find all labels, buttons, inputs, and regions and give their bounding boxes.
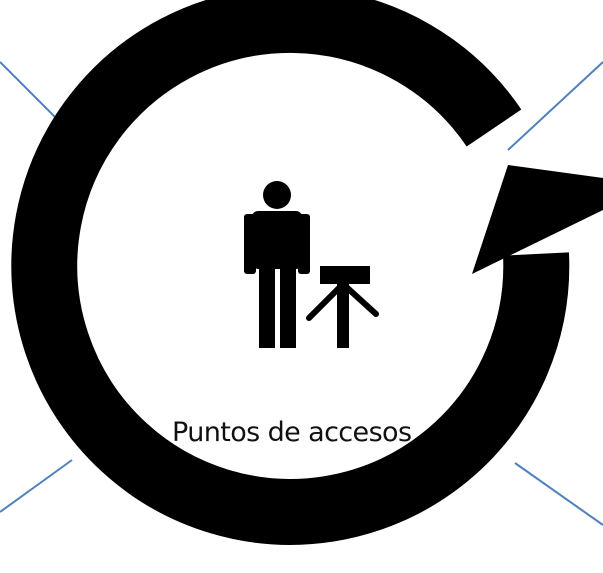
person-icon: [244, 181, 310, 348]
ring-arc: [11, 0, 570, 545]
connector-line-top-right: [507, 61, 603, 151]
connector-line-bottom-right: [514, 462, 603, 526]
cycle-arrow: [11, 0, 603, 545]
tripod-icon: [306, 266, 379, 348]
connector-line-bottom-left: [0, 459, 73, 513]
arrowhead-icon: [472, 165, 603, 274]
center-label: Puntos de accesos: [172, 417, 412, 448]
